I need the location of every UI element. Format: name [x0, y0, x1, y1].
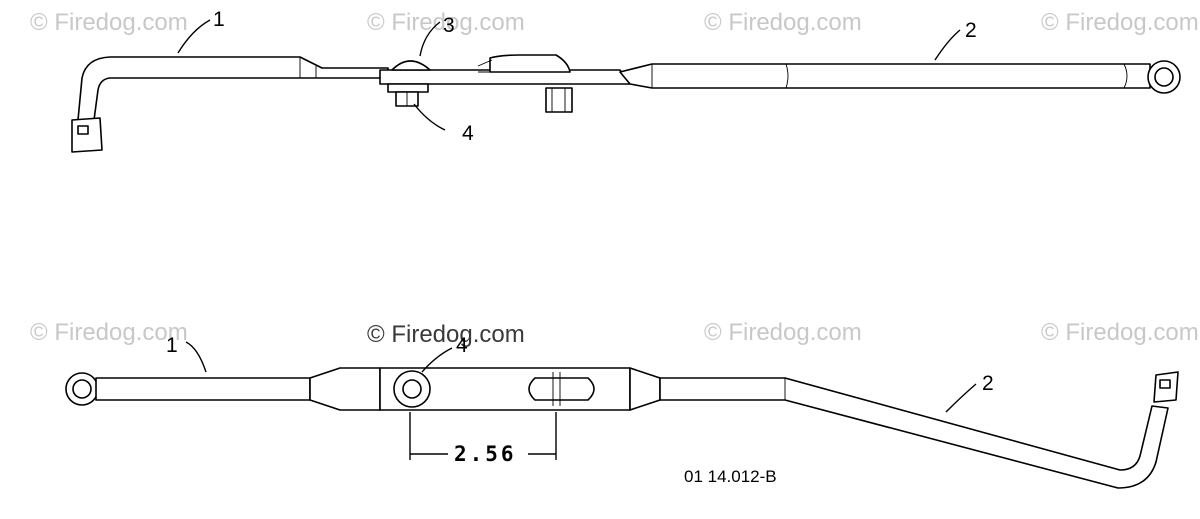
callout-3: 3: [443, 14, 455, 37]
watermark-text: © Firedog.com: [30, 319, 188, 346]
dimension-annotation: 2.56: [409, 412, 557, 466]
bottom-right-crimp: [629, 367, 661, 411]
callout-2: 2: [965, 19, 977, 42]
bottom-leader-lines: [185, 341, 977, 413]
bottom-left-rod: [95, 377, 311, 401]
bottom-right-rod: [659, 377, 1169, 489]
callout-1: 1: [166, 334, 178, 357]
watermark-text: © Firedog.com: [367, 9, 525, 36]
callout-1: 1: [213, 8, 225, 31]
top-callouts: 1 3 2 4: [213, 8, 977, 145]
callout-2: 2: [982, 372, 994, 395]
bottom-callouts: 1 4 2: [166, 334, 994, 395]
callout-4: 4: [456, 334, 468, 357]
callout-4: 4: [462, 122, 474, 145]
bottom-left-eye-hole: [72, 379, 92, 399]
top-right-bolt: [545, 87, 573, 113]
bottom-plate-slot: [528, 377, 595, 401]
bottom-left-crimp: [309, 367, 381, 411]
drawing-reference: 01 14.012-B: [684, 467, 777, 486]
top-right-eye-hole: [1154, 67, 1174, 87]
top-crimp-segment: [489, 54, 571, 73]
top-assembly-view: [71, 54, 1181, 153]
watermark-text: © Firedog.com: [704, 319, 862, 346]
watermark-text: © Firedog.com: [1041, 9, 1199, 36]
bottom-bolt-hole: [402, 379, 422, 399]
top-left-clip: [71, 117, 103, 153]
top-nut-dome: [391, 60, 431, 71]
watermarks: © Firedog.com © Firedog.com © Firedog.co…: [30, 9, 1199, 348]
top-right-rod: [619, 63, 1151, 89]
watermark-text: © Firedog.com: [1041, 319, 1199, 346]
top-bolt-washer: [387, 83, 429, 93]
watermark-text: © Firedog.com: [30, 9, 188, 36]
top-left-clip-slot: [77, 125, 89, 135]
top-leader-lines: [177, 19, 961, 131]
bottom-right-clip-slot: [1159, 379, 1171, 389]
bottom-assembly-view: [65, 367, 1179, 489]
watermark-center-text: © Firedog.com: [367, 321, 525, 348]
top-left-rod: [77, 56, 389, 121]
dimension-value: 2.56: [454, 442, 517, 466]
watermark-text: © Firedog.com: [704, 9, 862, 36]
